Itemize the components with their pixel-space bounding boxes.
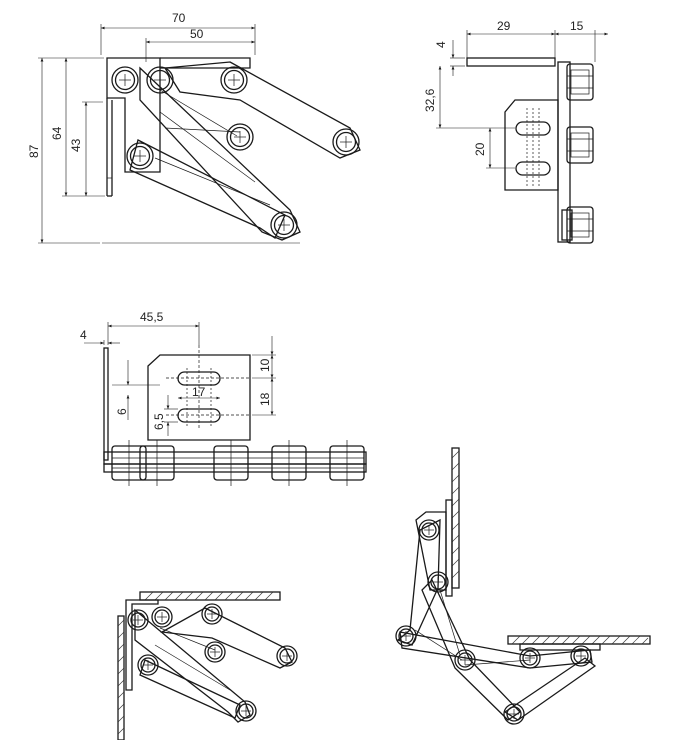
pivot-washer xyxy=(566,126,594,164)
pivot-row xyxy=(111,440,365,486)
pivot-pin xyxy=(127,609,149,631)
dim-width-inner: 50 xyxy=(190,27,204,41)
pivot-pin xyxy=(126,142,154,170)
dim-slot-pitch: 18 xyxy=(258,392,272,406)
dim-height-low: 43 xyxy=(69,138,83,152)
pivot-pin xyxy=(503,703,525,725)
dim-slot-pitch: 20 xyxy=(473,142,487,156)
pivot-pin xyxy=(395,625,417,647)
pivot-pin xyxy=(276,645,298,667)
dim-height: 32,6 xyxy=(423,88,437,112)
mounting-plate xyxy=(147,354,251,441)
pivot-pin xyxy=(111,66,139,94)
side-view: 70 50 87 64 43 xyxy=(27,11,361,244)
pivot-pin xyxy=(146,66,174,94)
dim-thickness: 4 xyxy=(434,41,448,48)
pivot-pin xyxy=(332,128,360,156)
dim-width-total: 70 xyxy=(172,11,186,25)
dim-slot-width: 6,5 xyxy=(152,413,166,430)
dim-center: 45,5 xyxy=(140,310,164,324)
plate-view: 45,5 4 10 18 17 6 6,5 xyxy=(80,310,367,486)
dim-height-mid: 64 xyxy=(50,126,64,140)
dim-depth: 15 xyxy=(570,19,584,33)
mounting-plate xyxy=(504,99,559,191)
dim-height-total: 87 xyxy=(27,144,41,158)
pivot-pin xyxy=(570,645,592,667)
pivot-pin xyxy=(204,641,226,663)
pivot-pin xyxy=(235,700,257,722)
dim-offset: 29 xyxy=(497,19,511,33)
pivot-pin xyxy=(220,66,248,94)
dim-slot-len: 17 xyxy=(192,385,206,399)
pivot-pin xyxy=(418,519,440,541)
pivot-pin xyxy=(427,571,449,593)
dim-top: 10 xyxy=(258,358,272,372)
pivot-pin xyxy=(270,211,298,239)
pivot-pin xyxy=(454,649,476,671)
dim-edge: 6 xyxy=(115,408,129,415)
pivot-pin xyxy=(137,654,159,676)
slot xyxy=(177,371,221,386)
pivot-pin xyxy=(226,123,254,151)
installed-view-closed xyxy=(117,591,298,740)
pivot-pin xyxy=(151,606,173,628)
installed-view-open xyxy=(395,447,651,725)
end-view: 29 15 4 32,6 20 xyxy=(423,19,608,244)
pivot-washer xyxy=(566,63,594,101)
pivot-pin xyxy=(201,603,223,625)
pivot-pin xyxy=(519,647,541,669)
dim-thickness: 4 xyxy=(80,328,87,342)
pivot-washer xyxy=(566,206,594,244)
